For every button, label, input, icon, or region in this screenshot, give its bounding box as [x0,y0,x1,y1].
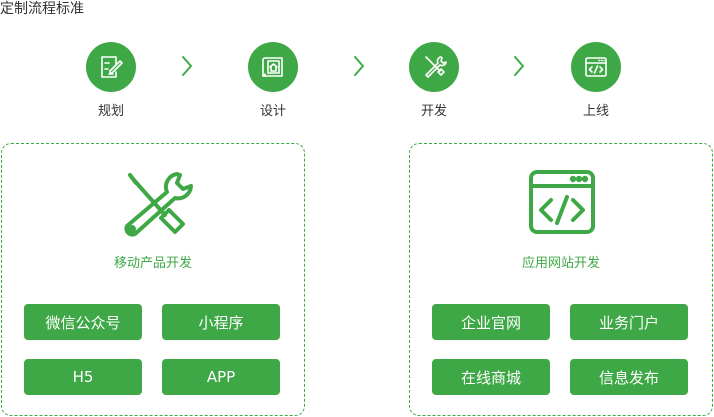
design-drawing-icon [262,57,283,77]
tools-icon [113,166,193,246]
step-launch-label: 上线 [582,104,609,119]
chevron-right-icon [351,53,367,79]
website-dev-panel-title: 应用网站开发 [521,256,600,271]
online-mall-button[interactable]: 在线商城 [432,359,550,395]
step-design-label: 设计 [259,104,286,119]
app-button[interactable]: APP [162,359,280,395]
step-design: 设计 [243,42,303,120]
business-portal-button[interactable]: 业务门户 [570,304,688,340]
corporate-website-button[interactable]: 企业官网 [432,304,550,340]
step-development-label: 开发 [420,104,447,119]
edit-document-icon [101,56,123,78]
info-publish-button[interactable]: 信息发布 [570,359,688,395]
step-planning-circle [86,42,136,92]
step-launch: 上线 [566,42,626,120]
chevron-right-icon [511,53,527,79]
code-window-icon [521,166,601,246]
mobile-dev-panel-title: 移动产品开发 [113,256,192,271]
chevron-right-icon [179,53,195,79]
step-launch-circle [571,42,621,92]
step-planning: 规划 [81,42,141,120]
tools-icon [425,56,447,78]
wechat-official-account-button[interactable]: 微信公众号 [24,304,142,340]
step-planning-label: 规划 [97,104,124,119]
page-title: 定制流程标准 [0,1,84,17]
step-development-circle [409,42,459,92]
mini-program-button[interactable]: 小程序 [162,304,280,340]
step-design-circle [248,42,298,92]
website-dev-panel: 应用网站开发 企业官网 业务门户 在线商城 信息发布 [409,143,713,416]
code-window-icon [585,57,607,77]
h5-button[interactable]: H5 [24,359,142,395]
step-development: 开发 [404,42,464,120]
mobile-dev-panel: 移动产品开发 微信公众号 小程序 H5 APP [1,143,305,416]
